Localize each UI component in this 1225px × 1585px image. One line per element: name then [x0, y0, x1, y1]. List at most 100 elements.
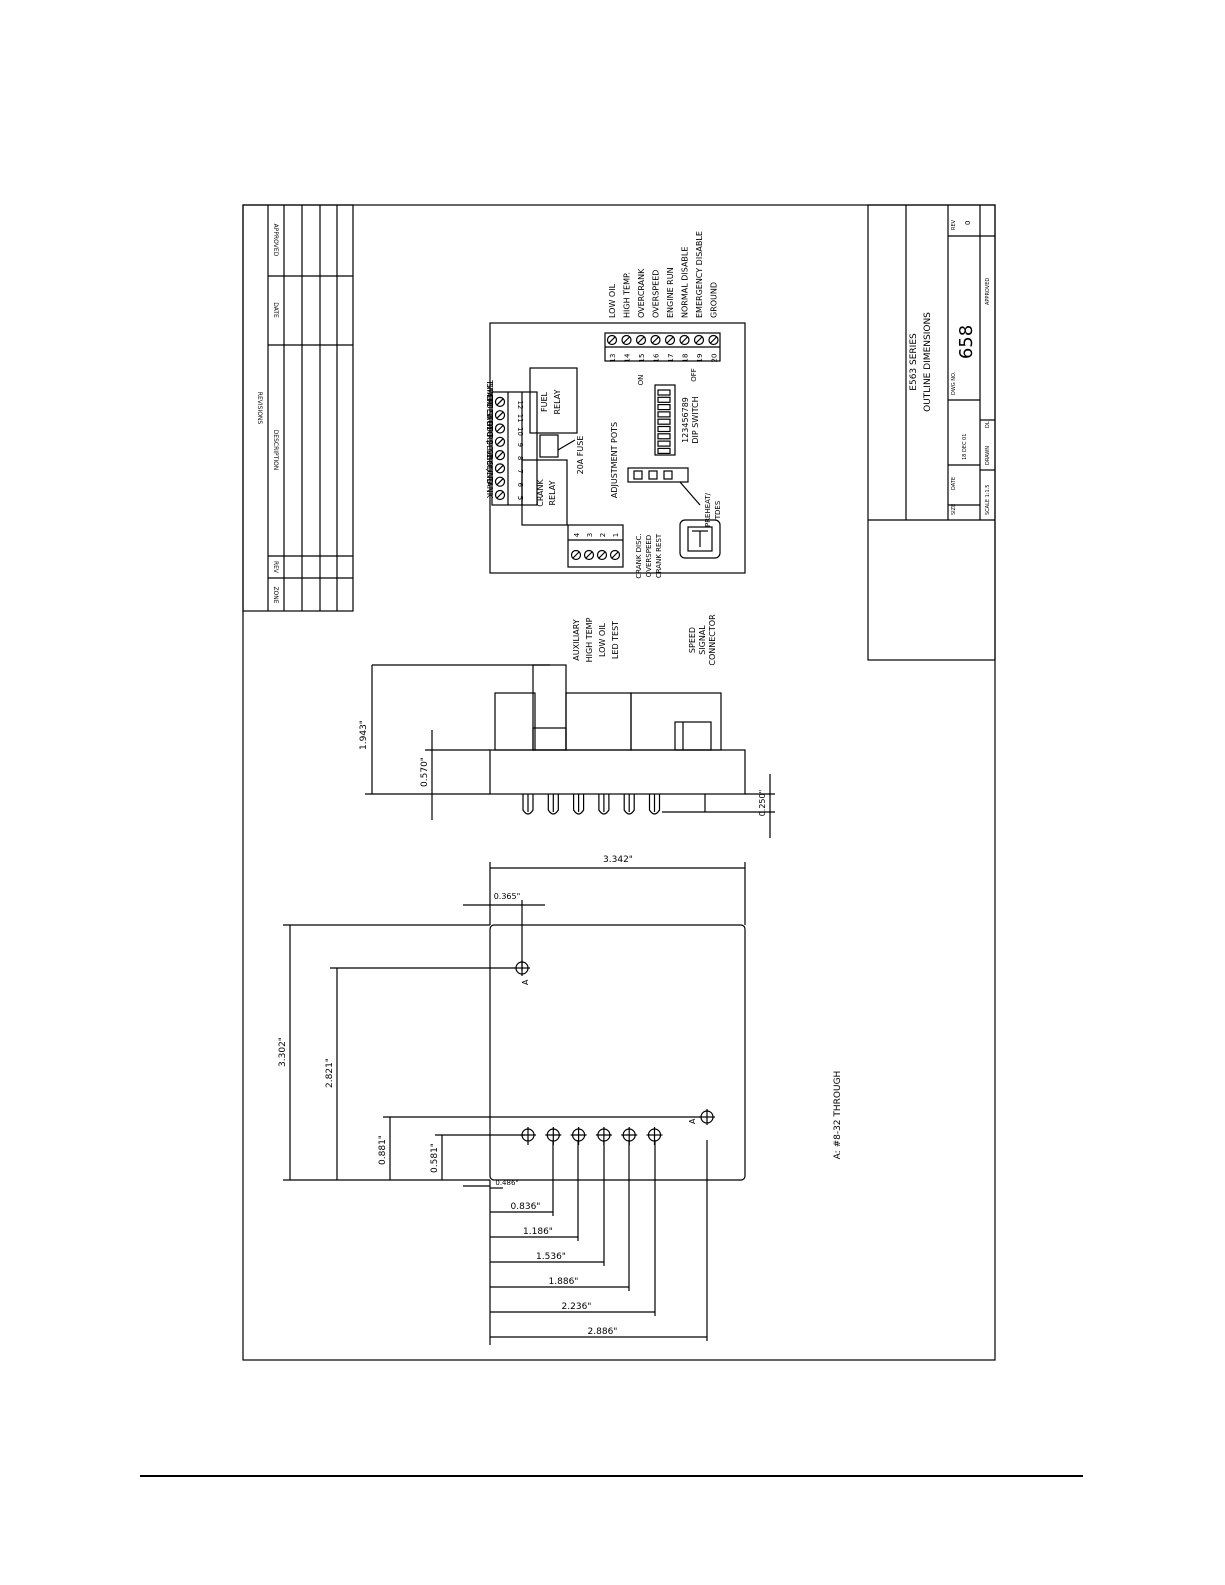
scale-label: SCALE 1:1.5 — [985, 485, 991, 515]
dip-switch-label: DIP SWITCH — [691, 396, 700, 443]
fuse — [539, 434, 559, 458]
dim-length-total: 3.302" — [278, 1037, 288, 1067]
revisions-title: REVISIONS — [256, 392, 263, 425]
terminal-screw — [494, 450, 506, 461]
series-title: E563 SERIES — [909, 333, 919, 391]
terminal-label: GROUND — [710, 282, 719, 318]
crank-relay — [521, 459, 568, 526]
terminal-screw — [664, 334, 676, 346]
pin-hole — [520, 1127, 536, 1145]
board-side-view: 1.943" 0.570" 0.250" — [359, 664, 775, 838]
revisions-block: REVISIONS ZONE REV DESCRIPTION DATE APPR… — [242, 204, 354, 612]
dim-height-base: 0.570" — [420, 757, 430, 787]
terminal-screw — [650, 334, 661, 346]
terminal-screw — [570, 549, 582, 561]
terminal-number: 12 — [516, 400, 524, 409]
pin — [522, 794, 534, 815]
hole-a-label-2: A — [688, 1118, 697, 1124]
terminal-number: 14 — [624, 353, 632, 362]
date-value: 18 DEC 01 — [962, 434, 968, 460]
pot-mark — [663, 470, 673, 480]
terminal-label: START STOP — [485, 383, 494, 431]
rev-header-approved: APPROVED — [272, 224, 279, 257]
pot-mark — [633, 470, 643, 480]
top-terminal-strip — [491, 391, 538, 506]
terminal-screw — [494, 463, 506, 474]
dim-hole-a-offset: 0.365" — [494, 892, 521, 901]
terminal-label: OVERCRANK — [637, 268, 646, 318]
terminal-number: 11 — [516, 414, 524, 423]
dim-pin-6: 2.236" — [562, 1302, 592, 1312]
dim-pin-length: 0.250" — [758, 790, 767, 817]
terminal-label: OVERSPEED — [652, 270, 661, 318]
dim-pin-4: 1.536" — [536, 1252, 566, 1262]
speed-signal-label-3: CONNECTOR — [708, 614, 717, 666]
dim-pin-7: 2.886" — [588, 1327, 618, 1337]
fuel-relay — [529, 367, 578, 434]
dwg-no-label: DWG NO. — [951, 371, 957, 395]
rev-header-description: DESCRIPTION — [272, 430, 279, 471]
terminal-number: 20 — [711, 354, 719, 363]
sheet-border — [242, 204, 996, 1361]
terminal-label: RSC 1 — [485, 434, 494, 458]
hole-a-label-1: A — [521, 979, 530, 985]
approved-label: APPROVED — [985, 278, 991, 305]
terminal-number: 19 — [696, 354, 704, 363]
terminal-label: TIMER — [485, 379, 494, 405]
terminal-number: 1 — [612, 533, 620, 537]
speed-signal-label-2: SIGNAL — [698, 625, 707, 655]
pot-block — [627, 467, 689, 483]
dip-off-label: OFF — [690, 368, 698, 382]
dip-toggle — [657, 411, 671, 418]
dip-toggle — [657, 396, 671, 403]
terminal-label: LED TEST — [611, 621, 620, 659]
terminal-label: LOW OIL — [598, 622, 607, 657]
terminal-number: 9 — [516, 443, 524, 447]
pot-label-overspeed: OVERSPEED — [645, 535, 653, 577]
fuel-relay-label: FUEL — [540, 391, 549, 412]
terminal-screw — [596, 549, 608, 561]
rev-value: 0 — [964, 221, 972, 225]
drawn-label: DRAWN — [985, 446, 991, 465]
board-bottom-view: 3.342" 0.365" A A 3.302" 2.821" 0.881" 0… — [278, 855, 843, 1345]
dip-toggle — [657, 433, 671, 440]
terminal-screw — [494, 489, 506, 501]
pot-label-crank-rest: CRANK REST — [655, 533, 663, 578]
terminal-screw — [679, 334, 690, 346]
left-terminal-strip — [567, 524, 624, 568]
terminal-screw — [693, 334, 705, 346]
dim-pin-5: 1.886" — [549, 1277, 579, 1287]
terminal-screw — [606, 334, 618, 346]
terminal-number: 8 — [516, 456, 524, 460]
rev-header-zone: ZONE — [272, 586, 279, 603]
rev-header-rev: REV — [272, 561, 279, 574]
crank-relay-label: CRANK — [536, 478, 545, 506]
terminal-number: 3 — [586, 533, 594, 537]
pin — [573, 794, 585, 815]
terminal-number: 7 — [516, 469, 524, 473]
terminal-label: ENGINE RUN — [666, 267, 675, 318]
pin — [623, 794, 635, 815]
terminal-number: 6 — [516, 482, 524, 487]
terminal-number: 2 — [599, 533, 607, 537]
dip-toggle — [657, 389, 671, 396]
date-label: DATE — [951, 477, 957, 490]
speed-signal-label: SPEED — [688, 627, 697, 653]
terminal-number: 5 — [516, 496, 524, 500]
terminal-number: 13 — [609, 354, 617, 363]
terminal-number: 4 — [573, 532, 581, 537]
fuse-label: 20A FUSE — [576, 436, 585, 475]
terminal-screw — [494, 436, 506, 447]
adjustment-pots-label: ADJUSTMENT POTS — [610, 422, 619, 498]
dim-width: 3.342" — [603, 855, 633, 865]
dip-on-label: ON — [637, 375, 645, 386]
pin — [648, 794, 661, 815]
dip-digits: 123456789 — [681, 397, 690, 443]
terminal-number: 17 — [667, 354, 675, 363]
dim-hole-a-pos: 2.821" — [325, 1058, 335, 1088]
fuel-relay-label-2: RELAY — [553, 389, 562, 414]
terminal-label: RSC 2 — [485, 421, 494, 445]
pot-mark — [648, 470, 658, 480]
